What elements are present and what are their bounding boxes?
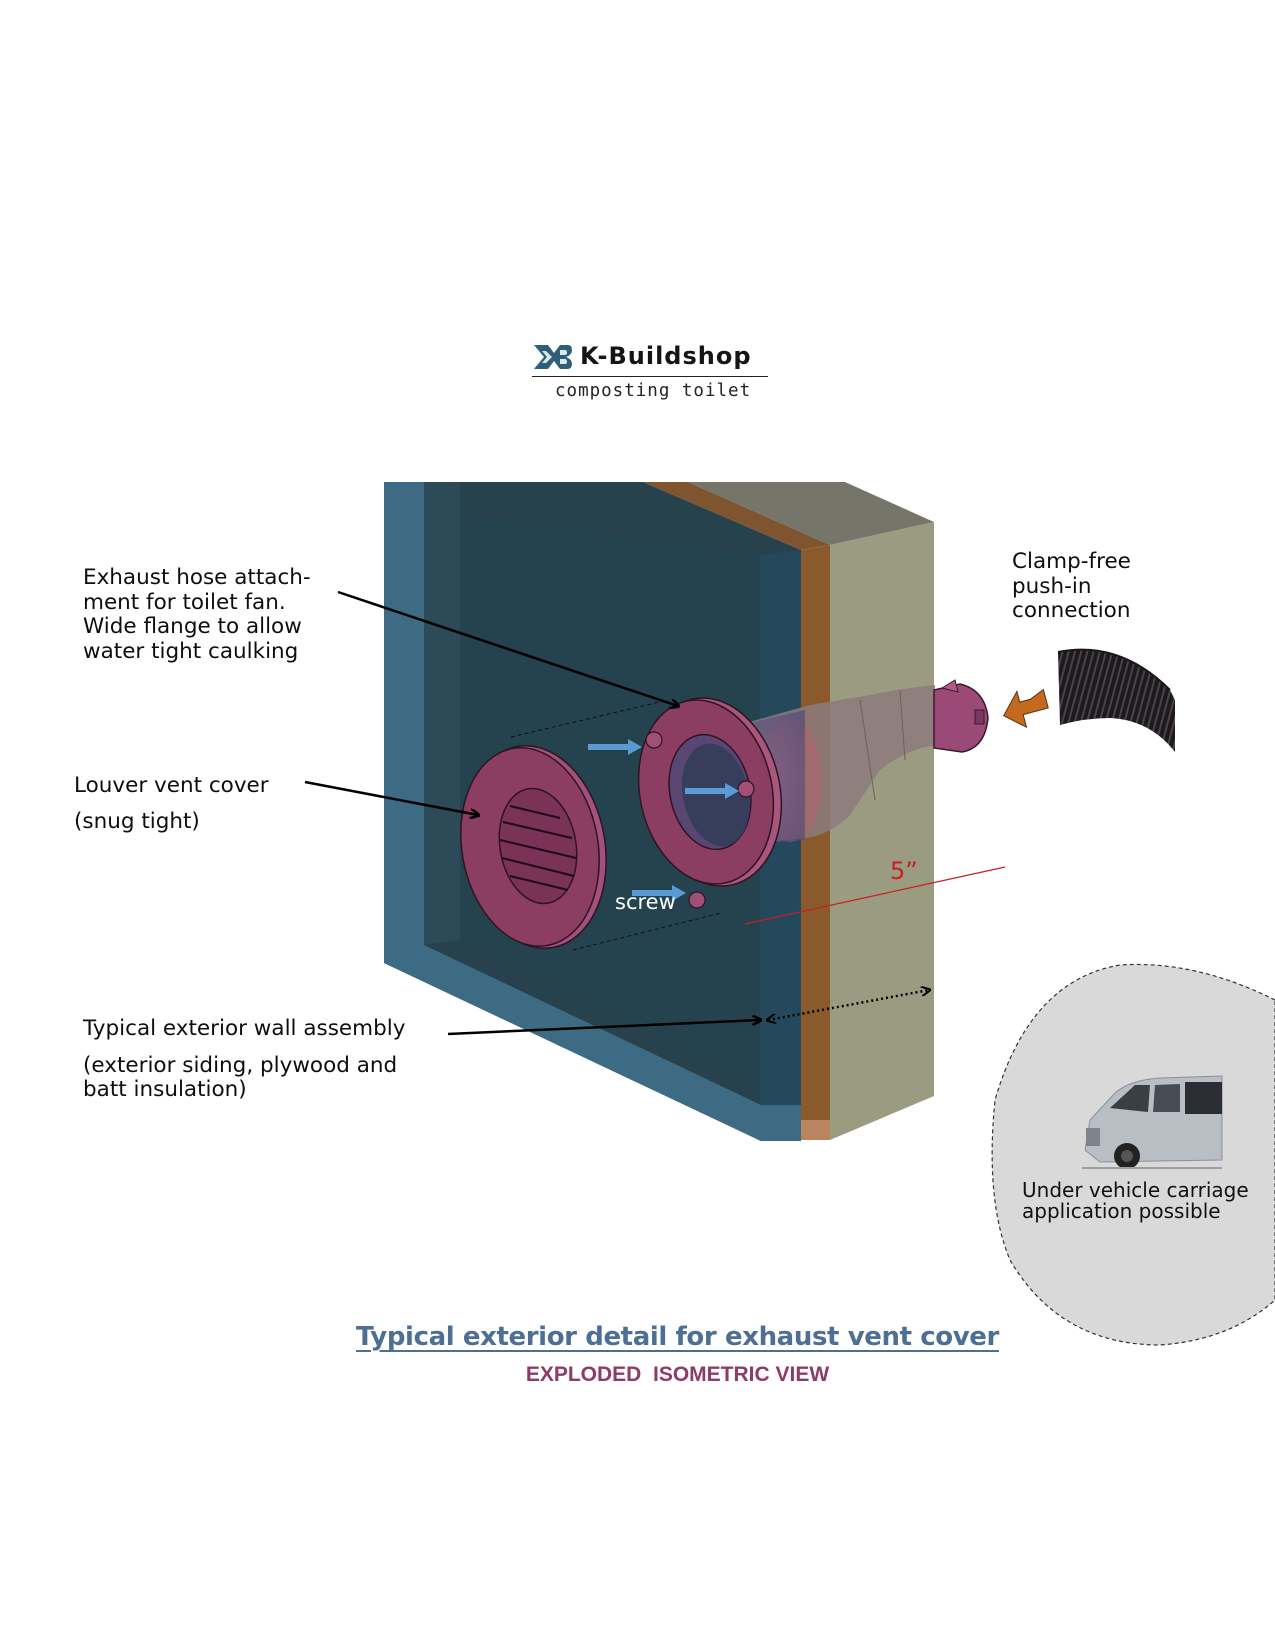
logo: K-Buildshop composting toilet [530, 340, 770, 410]
label-line: push-in [1012, 573, 1092, 599]
screw-hole-icon [688, 891, 706, 909]
screw-arrow-icon [588, 739, 642, 755]
brand-name: K-Buildshop [580, 342, 752, 370]
label-line: application possible [1022, 1199, 1221, 1223]
screw-arrow-icon [632, 885, 686, 901]
corrugated-hose-icon [1057, 648, 1175, 752]
louver-leader [304, 780, 478, 815]
label-line: Under vehicle carriage [1022, 1178, 1249, 1202]
label-line: Exhaust hose attach- [83, 565, 311, 590]
dimension-label: 5” [890, 857, 918, 885]
hose-attachment-leader [337, 590, 678, 706]
wall-assembly-label: Typical exterior wall assembly (exterior… [83, 1016, 406, 1103]
screw-hole-icon [737, 780, 755, 798]
hose-attachment-label: Exhaust hose attach- ment for toilet fan… [83, 565, 311, 664]
screw-label: screw [615, 890, 676, 914]
logo-divider [532, 376, 768, 377]
diagram-subtitle: EXPLODED ISOMETRIC VIEW [525, 1363, 830, 1386]
label-line: Wide flange to allow [83, 614, 302, 639]
vehicle-note: Under vehicle carriage application possi… [1022, 1180, 1249, 1222]
label-line: Louver vent cover [74, 773, 269, 798]
push-in-arrow-icon [1003, 688, 1049, 729]
connection-label: Clamp-free push-in connection [1012, 549, 1131, 624]
label-line: ment for toilet fan. [83, 589, 286, 615]
dimension-line [744, 866, 1006, 925]
label-line: water tight caulking [83, 638, 299, 664]
brand-tagline: composting toilet [555, 381, 752, 401]
screw-arrow-icon [685, 783, 739, 799]
label-line: Typical exterior wall assembly [83, 1016, 406, 1041]
label-line: (snug tight) [74, 809, 200, 834]
label-line: connection [1012, 598, 1131, 623]
louver-vent-cover [460, 745, 607, 949]
vehicle-callout [991, 963, 1275, 1346]
van-icon [1082, 1075, 1223, 1169]
louver-label: Louver vent cover (snug tight) [74, 768, 269, 840]
kb-logo-mark-icon [534, 345, 572, 369]
wall-leader [447, 1020, 760, 1036]
push-in-connector [933, 679, 989, 753]
insulation-layer [688, 482, 934, 1140]
leader-arrows [304, 590, 929, 1036]
screw-arrows [588, 739, 739, 901]
label-line: Clamp-free [1012, 549, 1131, 574]
label-line: (exterior siding, plywood and [83, 1052, 398, 1078]
wall-depth-dimension [768, 990, 929, 1020]
label-line: batt insulation) [83, 1077, 247, 1102]
explode-guide-lines [510, 699, 722, 951]
screw-hole-icon [645, 731, 663, 749]
diagram-title: Typical exterior detail for exhaust vent… [356, 1322, 999, 1352]
